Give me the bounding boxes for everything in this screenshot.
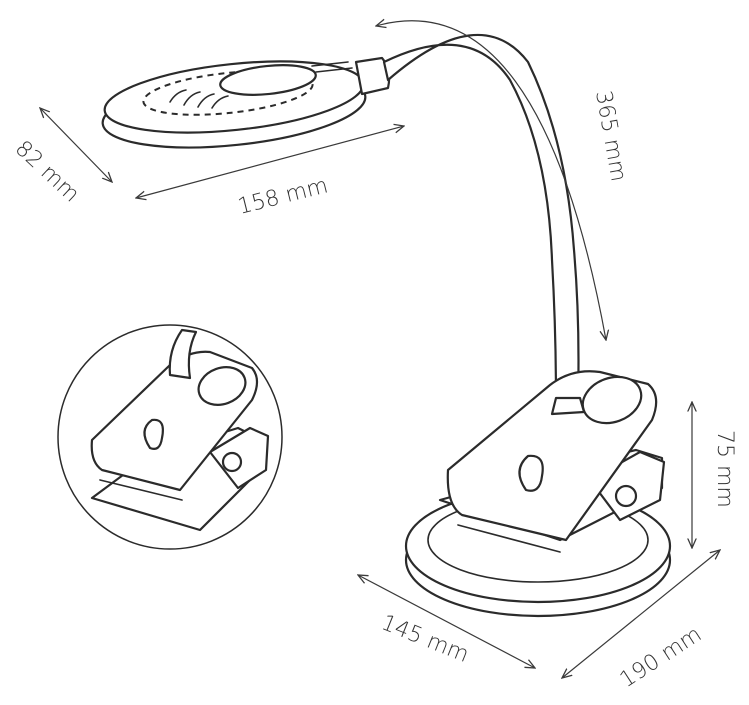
shade-depth-line bbox=[40, 108, 112, 182]
shade-depth-label: 82 mm bbox=[10, 136, 84, 207]
base-depth-label: 145 mm bbox=[378, 610, 473, 668]
arm-length-label: 365 mm bbox=[590, 89, 631, 184]
dimension-lines bbox=[40, 21, 720, 678]
base-width-line bbox=[562, 550, 720, 678]
shade-width-label: 158 mm bbox=[235, 173, 330, 219]
gooseneck-arm bbox=[382, 33, 580, 402]
arm-length-line bbox=[376, 21, 606, 340]
shade-width-line bbox=[136, 126, 404, 198]
clip-detail-inset bbox=[57, 324, 283, 550]
lamp-shade bbox=[101, 56, 391, 149]
clip-base bbox=[404, 370, 672, 618]
base-width-label: 190 mm bbox=[616, 622, 707, 693]
clip-height-label: 75 mm bbox=[712, 430, 737, 508]
base-depth-line bbox=[358, 575, 535, 668]
inset-clip bbox=[90, 328, 270, 532]
